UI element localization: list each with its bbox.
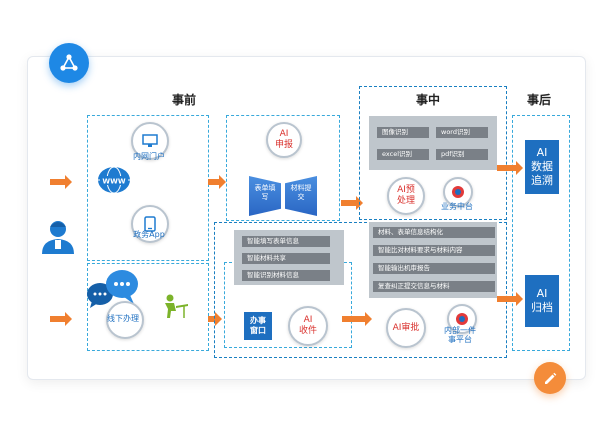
review-bar-recheck: 复查纠正提交信息与材料 bbox=[373, 281, 495, 292]
business-middle-label: 业务中台 bbox=[441, 202, 473, 211]
form-fill-box: 表单填 写 bbox=[249, 176, 281, 216]
app-circle[interactable] bbox=[131, 205, 169, 243]
internal-platform-label: 内部一件 事平台 bbox=[444, 326, 476, 344]
material-submit-box: 材料提 交 bbox=[285, 176, 317, 216]
review-bar-report: 智能输出机审报告 bbox=[373, 263, 495, 274]
share-icon bbox=[60, 54, 78, 71]
recognition-bar-image: 图像识别 bbox=[377, 127, 429, 138]
office-window-box[interactable]: 办事 窗口 bbox=[244, 312, 272, 340]
after-box bbox=[512, 115, 570, 351]
ai-trace-box[interactable]: AI 数据 追溯 bbox=[525, 140, 559, 194]
svg-text:WWW: WWW bbox=[102, 178, 125, 186]
recognition-panel bbox=[369, 116, 497, 170]
edit-button[interactable] bbox=[534, 362, 566, 394]
recognition-bar-pdf: pdf识别 bbox=[436, 149, 488, 160]
review-bar-structure: 材料、表单信息结构化 bbox=[373, 227, 495, 238]
recognition-bar-word: word识别 bbox=[436, 127, 488, 138]
share-button[interactable] bbox=[49, 43, 89, 83]
arrow-to-ai-receive bbox=[208, 312, 222, 326]
ai-archive-box[interactable]: AI 归档 bbox=[525, 275, 559, 327]
receive-bar-identify: 智能识别材料信息 bbox=[242, 270, 330, 281]
business-middle-badge[interactable] bbox=[443, 177, 473, 207]
recognition-bar-excel: excel识别 bbox=[377, 149, 429, 160]
arrow-to-offline bbox=[50, 312, 72, 326]
user-icon bbox=[42, 221, 74, 254]
portal-label: 内网门户 bbox=[133, 152, 165, 161]
arrow-to-online bbox=[50, 175, 72, 189]
ai-report-box bbox=[226, 115, 340, 221]
phase-before-title: 事前 bbox=[172, 93, 197, 107]
phase-during-title: 事中 bbox=[416, 93, 441, 107]
offline-box bbox=[87, 263, 209, 351]
arrow-to-ai-pre bbox=[341, 196, 363, 210]
www-globe-icon: WWW bbox=[98, 166, 130, 194]
receive-bar-share: 智能材料共享 bbox=[242, 253, 330, 264]
offline-label: 线下办理 bbox=[107, 314, 139, 323]
desk-worker-icon bbox=[165, 294, 188, 318]
arrow-to-ai-report bbox=[208, 175, 226, 189]
phase-after-title: 事后 bbox=[527, 93, 552, 107]
ai-review-circle[interactable]: AI审批 bbox=[386, 308, 426, 348]
monitor-icon bbox=[142, 134, 158, 147]
portal-circle[interactable] bbox=[131, 122, 169, 160]
mobile-icon bbox=[144, 216, 156, 232]
edit-icon bbox=[545, 372, 557, 384]
during-upper-box bbox=[359, 86, 507, 220]
during-lower-box bbox=[214, 222, 507, 358]
ai-pre-circle[interactable]: AI预 处理 bbox=[387, 177, 425, 215]
internal-platform-badge[interactable] bbox=[447, 304, 477, 334]
receive-bar-fill-form: 智能填写表单信息 bbox=[242, 236, 330, 247]
review-bar-compare: 智能比对材料要求与材料内容 bbox=[373, 245, 495, 256]
app-label: 政务App bbox=[133, 230, 165, 239]
arrow-to-ai-review bbox=[342, 312, 372, 326]
badge-logo-icon bbox=[452, 186, 464, 198]
ai-receive-circle[interactable]: AI 收件 bbox=[288, 306, 328, 346]
online-channels-box bbox=[87, 115, 209, 261]
arrow-to-archive bbox=[497, 292, 523, 306]
offline-circle[interactable] bbox=[106, 301, 144, 339]
chat-bubble-icon bbox=[87, 270, 138, 308]
badge-logo-icon bbox=[456, 313, 468, 325]
ai-report-circle[interactable]: AI 申报 bbox=[266, 122, 302, 158]
arrow-to-trace bbox=[497, 161, 523, 175]
